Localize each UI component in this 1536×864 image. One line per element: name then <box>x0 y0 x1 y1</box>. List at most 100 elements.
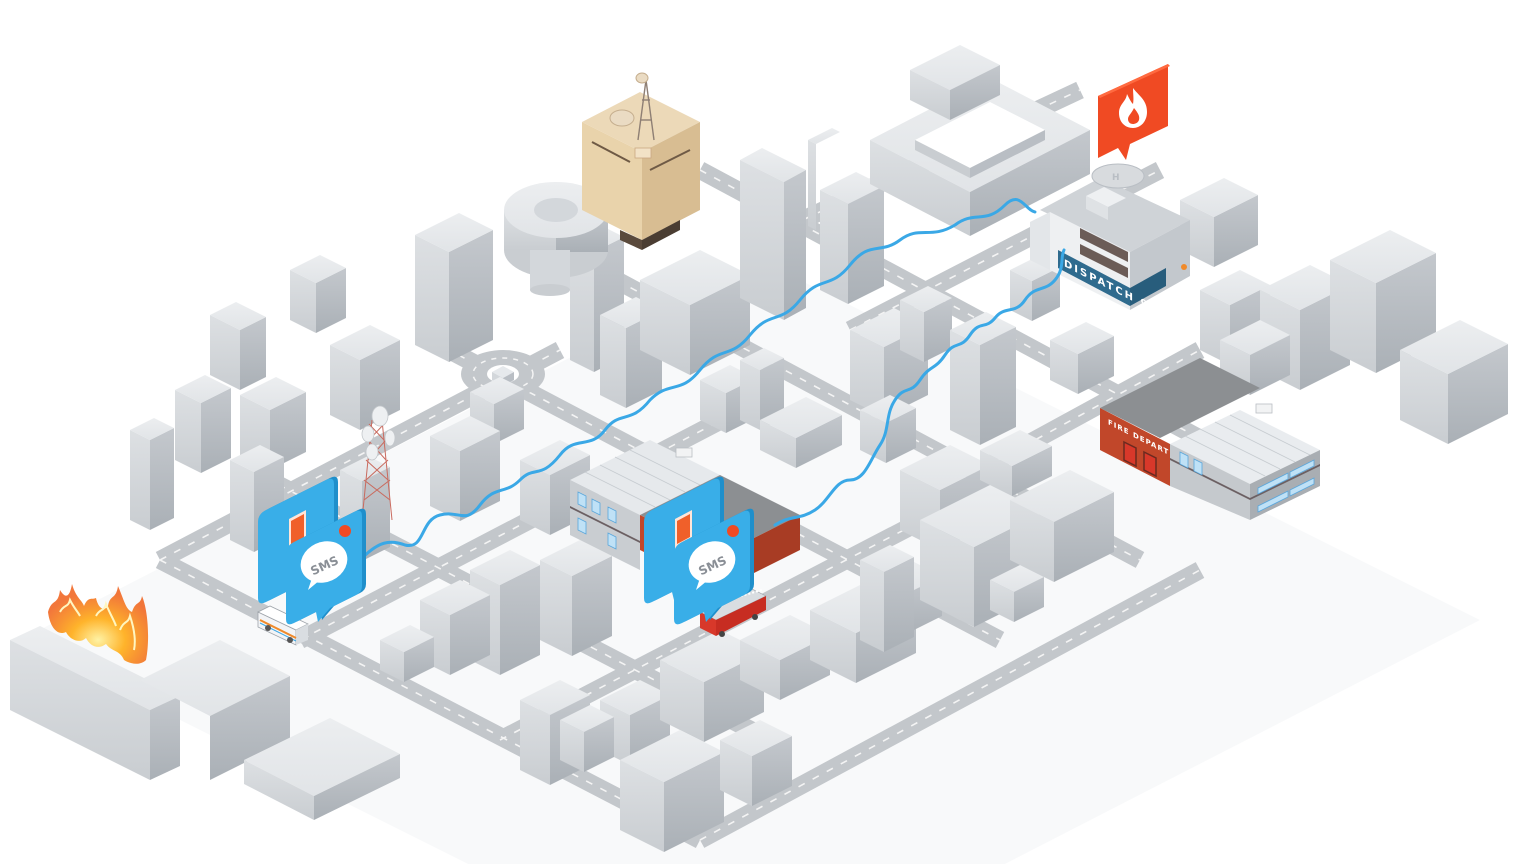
notification-dot <box>727 525 739 537</box>
building-block <box>850 330 884 417</box>
building-block <box>660 630 764 682</box>
notification-dot <box>339 525 351 537</box>
building-block <box>415 213 493 252</box>
antenna-icon <box>637 79 655 141</box>
building-fire-icon <box>48 584 149 664</box>
building-block <box>990 565 1044 592</box>
building-block <box>360 340 400 430</box>
cell-tower-icon <box>361 405 396 521</box>
building-block <box>290 270 316 333</box>
building-block <box>664 752 724 852</box>
building-block <box>1180 178 1258 217</box>
sms-bubble: SMS <box>674 508 754 625</box>
building-block <box>640 250 750 305</box>
building-block <box>1400 320 1508 374</box>
building-block <box>470 550 540 585</box>
building-block <box>201 388 231 473</box>
building-block <box>740 360 760 430</box>
building-block <box>430 416 500 451</box>
building-block <box>560 705 614 732</box>
datacenter-building <box>582 72 700 250</box>
sms-bubble: SMS <box>286 508 366 625</box>
building-block <box>752 736 792 806</box>
building-block <box>860 545 914 572</box>
building-block <box>330 345 360 430</box>
signal-line-station-to-dispatch <box>773 248 1066 527</box>
building-block <box>175 390 201 473</box>
building-block <box>430 436 460 521</box>
building-block <box>1330 230 1436 283</box>
building-block <box>620 760 664 852</box>
svg-text:H: H <box>1112 173 1120 183</box>
building-block <box>740 615 830 660</box>
building-block <box>740 348 784 370</box>
building-block <box>540 540 612 576</box>
skyscraper <box>740 128 840 320</box>
building-block <box>380 640 404 682</box>
building-block <box>415 235 449 362</box>
building-block <box>1050 340 1078 394</box>
building-block <box>1214 195 1258 267</box>
building-block <box>640 280 690 375</box>
building-block <box>230 460 254 552</box>
fire-icon <box>1119 88 1147 128</box>
building-block <box>1078 336 1114 394</box>
building-block <box>700 380 726 433</box>
building-block <box>420 580 490 615</box>
signal-line-ambulance-to-dispatch <box>358 198 1037 562</box>
building-block <box>760 420 796 468</box>
building-block <box>820 172 884 204</box>
fire-alert-bubble <box>1098 64 1170 160</box>
ambulance-icon <box>257 605 309 646</box>
building-block <box>150 428 174 530</box>
building-block <box>130 418 174 440</box>
building-block <box>230 445 284 472</box>
building-block <box>950 312 1016 345</box>
building-block <box>560 720 584 772</box>
building-block <box>760 397 842 438</box>
building-block <box>720 740 752 806</box>
building-block <box>380 625 434 652</box>
building-block <box>600 315 626 408</box>
building-block <box>600 680 670 715</box>
building-block <box>900 445 990 490</box>
building-block <box>810 610 856 683</box>
building-block <box>884 557 914 652</box>
building-block <box>460 431 500 521</box>
building-block <box>240 377 306 410</box>
building-block <box>860 560 884 652</box>
building-block <box>1330 260 1376 373</box>
building-block <box>1010 470 1114 522</box>
building-block <box>210 315 240 390</box>
building-block <box>950 330 980 445</box>
building-block <box>720 720 792 756</box>
building-block <box>316 268 346 333</box>
building-block <box>494 389 524 444</box>
building-block <box>860 410 886 463</box>
building-block <box>584 717 614 772</box>
building-block <box>1010 500 1054 582</box>
dispatch-911-building: DISPATCH 911 H <box>1030 163 1190 321</box>
building-block <box>1012 446 1052 496</box>
building-block <box>920 520 974 627</box>
building-block <box>848 186 884 304</box>
building-block <box>980 430 1052 466</box>
building-block <box>990 580 1014 622</box>
building-block <box>980 450 1012 496</box>
building-block <box>860 395 916 423</box>
satellite-dish-icon <box>609 109 635 127</box>
rooftop-vent <box>634 147 652 159</box>
building-block <box>500 565 540 675</box>
building-block <box>796 415 842 468</box>
building-block <box>449 230 493 362</box>
building-block <box>900 286 952 312</box>
building-block <box>900 300 924 362</box>
building-block <box>450 595 490 675</box>
building-block <box>980 327 1016 445</box>
building-block <box>1400 350 1448 444</box>
building-block <box>520 460 550 535</box>
dispatch-windows <box>1080 228 1128 278</box>
building-block <box>1260 265 1350 310</box>
building-block <box>270 392 306 470</box>
